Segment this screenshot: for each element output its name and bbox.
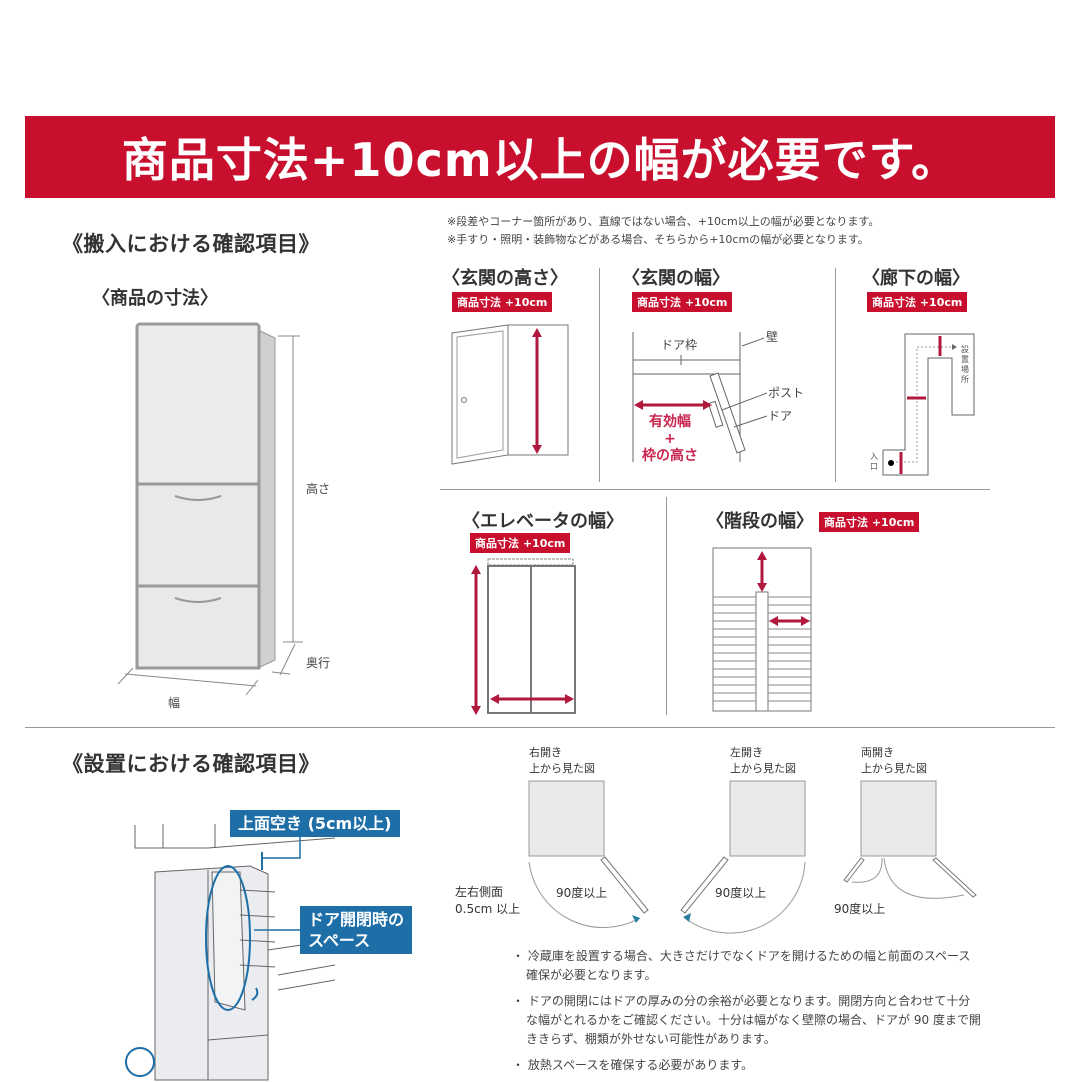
right-open-label: 右開き 上から見た図 — [529, 745, 595, 777]
install-note-1: ・ 冷蔵庫を設置する場合、大きさだけでなくドアを開けるための幅と前面のスペース確… — [512, 949, 971, 982]
top-space-callout: 上面空き (5cm以上) — [230, 810, 400, 837]
hallway-width-title: 〈廊下の幅〉 — [862, 268, 970, 289]
install-note-2: ・ ドアの開閉にはドアの厚みの分の余裕が必要となります。開閉方向と合わせて十分な… — [512, 994, 981, 1046]
elevator-width-title: 〈エレベータの幅〉 — [462, 511, 624, 532]
entrance-height-title: 〈玄関の高さ〉 — [442, 268, 568, 289]
note-1: ※段差やコーナー箇所があり、直線ではない場合、+10cm以上の幅が必要となります… — [447, 215, 880, 228]
door-type-view: 上から見た図 — [861, 762, 927, 775]
size-tag: 商品寸法 +10cm — [867, 292, 968, 312]
door-type-view: 上から見た図 — [730, 762, 796, 775]
side-clearance-label: 左右側面 0.5cm 以上 — [455, 884, 520, 918]
door-frame-label: ドア枠 — [661, 338, 698, 352]
product-dims-title: 〈商品の寸法〉 — [92, 288, 218, 309]
door-space-callout: ドア開閉時の スペース — [300, 906, 413, 954]
angle-label-left: 90度以上 — [715, 886, 767, 900]
divider — [440, 489, 990, 490]
wall-label: 壁 — [766, 330, 779, 344]
install-notes: ・ 冷蔵庫を設置する場合、大きさだけでなくドアを開けるための幅と前面のスペース確… — [512, 947, 982, 1082]
divider — [599, 268, 600, 482]
divider — [666, 497, 667, 715]
size-tag: 商品寸法 +10cm — [819, 512, 920, 532]
plus-label: + — [664, 431, 676, 447]
angle-label-double: 90度以上 — [834, 902, 886, 916]
left-open-label: 左開き 上から見た図 — [730, 745, 796, 777]
size-tag: 商品寸法 +10cm — [632, 292, 733, 312]
install-title: 《設置における確認項目》 — [62, 752, 320, 776]
entrance-label: 入口 — [870, 452, 878, 471]
carry-in-title: 《搬入における確認項目》 — [62, 232, 320, 256]
side-clearance-line2: 0.5cm 以上 — [455, 902, 521, 916]
door-type-view: 上から見た図 — [529, 762, 595, 775]
height-label: 高さ — [306, 482, 331, 496]
install-place-label: 設置場所 — [961, 345, 969, 384]
depth-label: 奥行 — [306, 656, 331, 670]
door-space-line1: ドア開閉時の — [308, 910, 405, 929]
headline-banner: 商品寸法+10cm以上の幅が必要です。 — [25, 116, 1055, 198]
entrance-width-title: 〈玄関の幅〉 — [622, 268, 730, 289]
door-space-line2: スペース — [308, 931, 371, 950]
double-open-label: 両開き 上から見た図 — [861, 745, 927, 777]
door-type-name: 左開き — [730, 746, 763, 759]
door-type-name: 両開き — [861, 746, 894, 759]
post-label: ポスト — [768, 386, 805, 400]
install-note-3: ・ 放熱スペースを確保する必要があります。 — [512, 1058, 754, 1072]
size-tag: 商品寸法 +10cm — [452, 292, 553, 312]
side-clearance-line1: 左右側面 — [455, 885, 504, 899]
headline-text: 商品寸法+10cm以上の幅が必要です。 — [121, 133, 959, 187]
effective-width-formula: 有効幅 + 枠の高さ — [638, 414, 702, 465]
frame-height-label: 枠の高さ — [642, 448, 698, 464]
stair-width-title: 〈階段の幅〉 — [706, 511, 814, 532]
angle-label-right: 90度以上 — [556, 886, 608, 900]
carry-in-notes: ※段差やコーナー箇所があり、直線ではない場合、+10cm以上の幅が必要となります… — [447, 213, 879, 249]
size-tag: 商品寸法 +10cm — [470, 533, 571, 553]
door-label: ドア — [768, 409, 793, 423]
divider — [25, 727, 1055, 728]
divider — [835, 268, 836, 482]
width-label: 幅 — [168, 696, 181, 710]
effective-width-label: 有効幅 — [649, 414, 691, 430]
note-2: ※手すり・照明・装飾物などがある場合、そちらから+10cmの幅が必要となります。 — [447, 233, 869, 246]
door-type-name: 右開き — [529, 746, 562, 759]
